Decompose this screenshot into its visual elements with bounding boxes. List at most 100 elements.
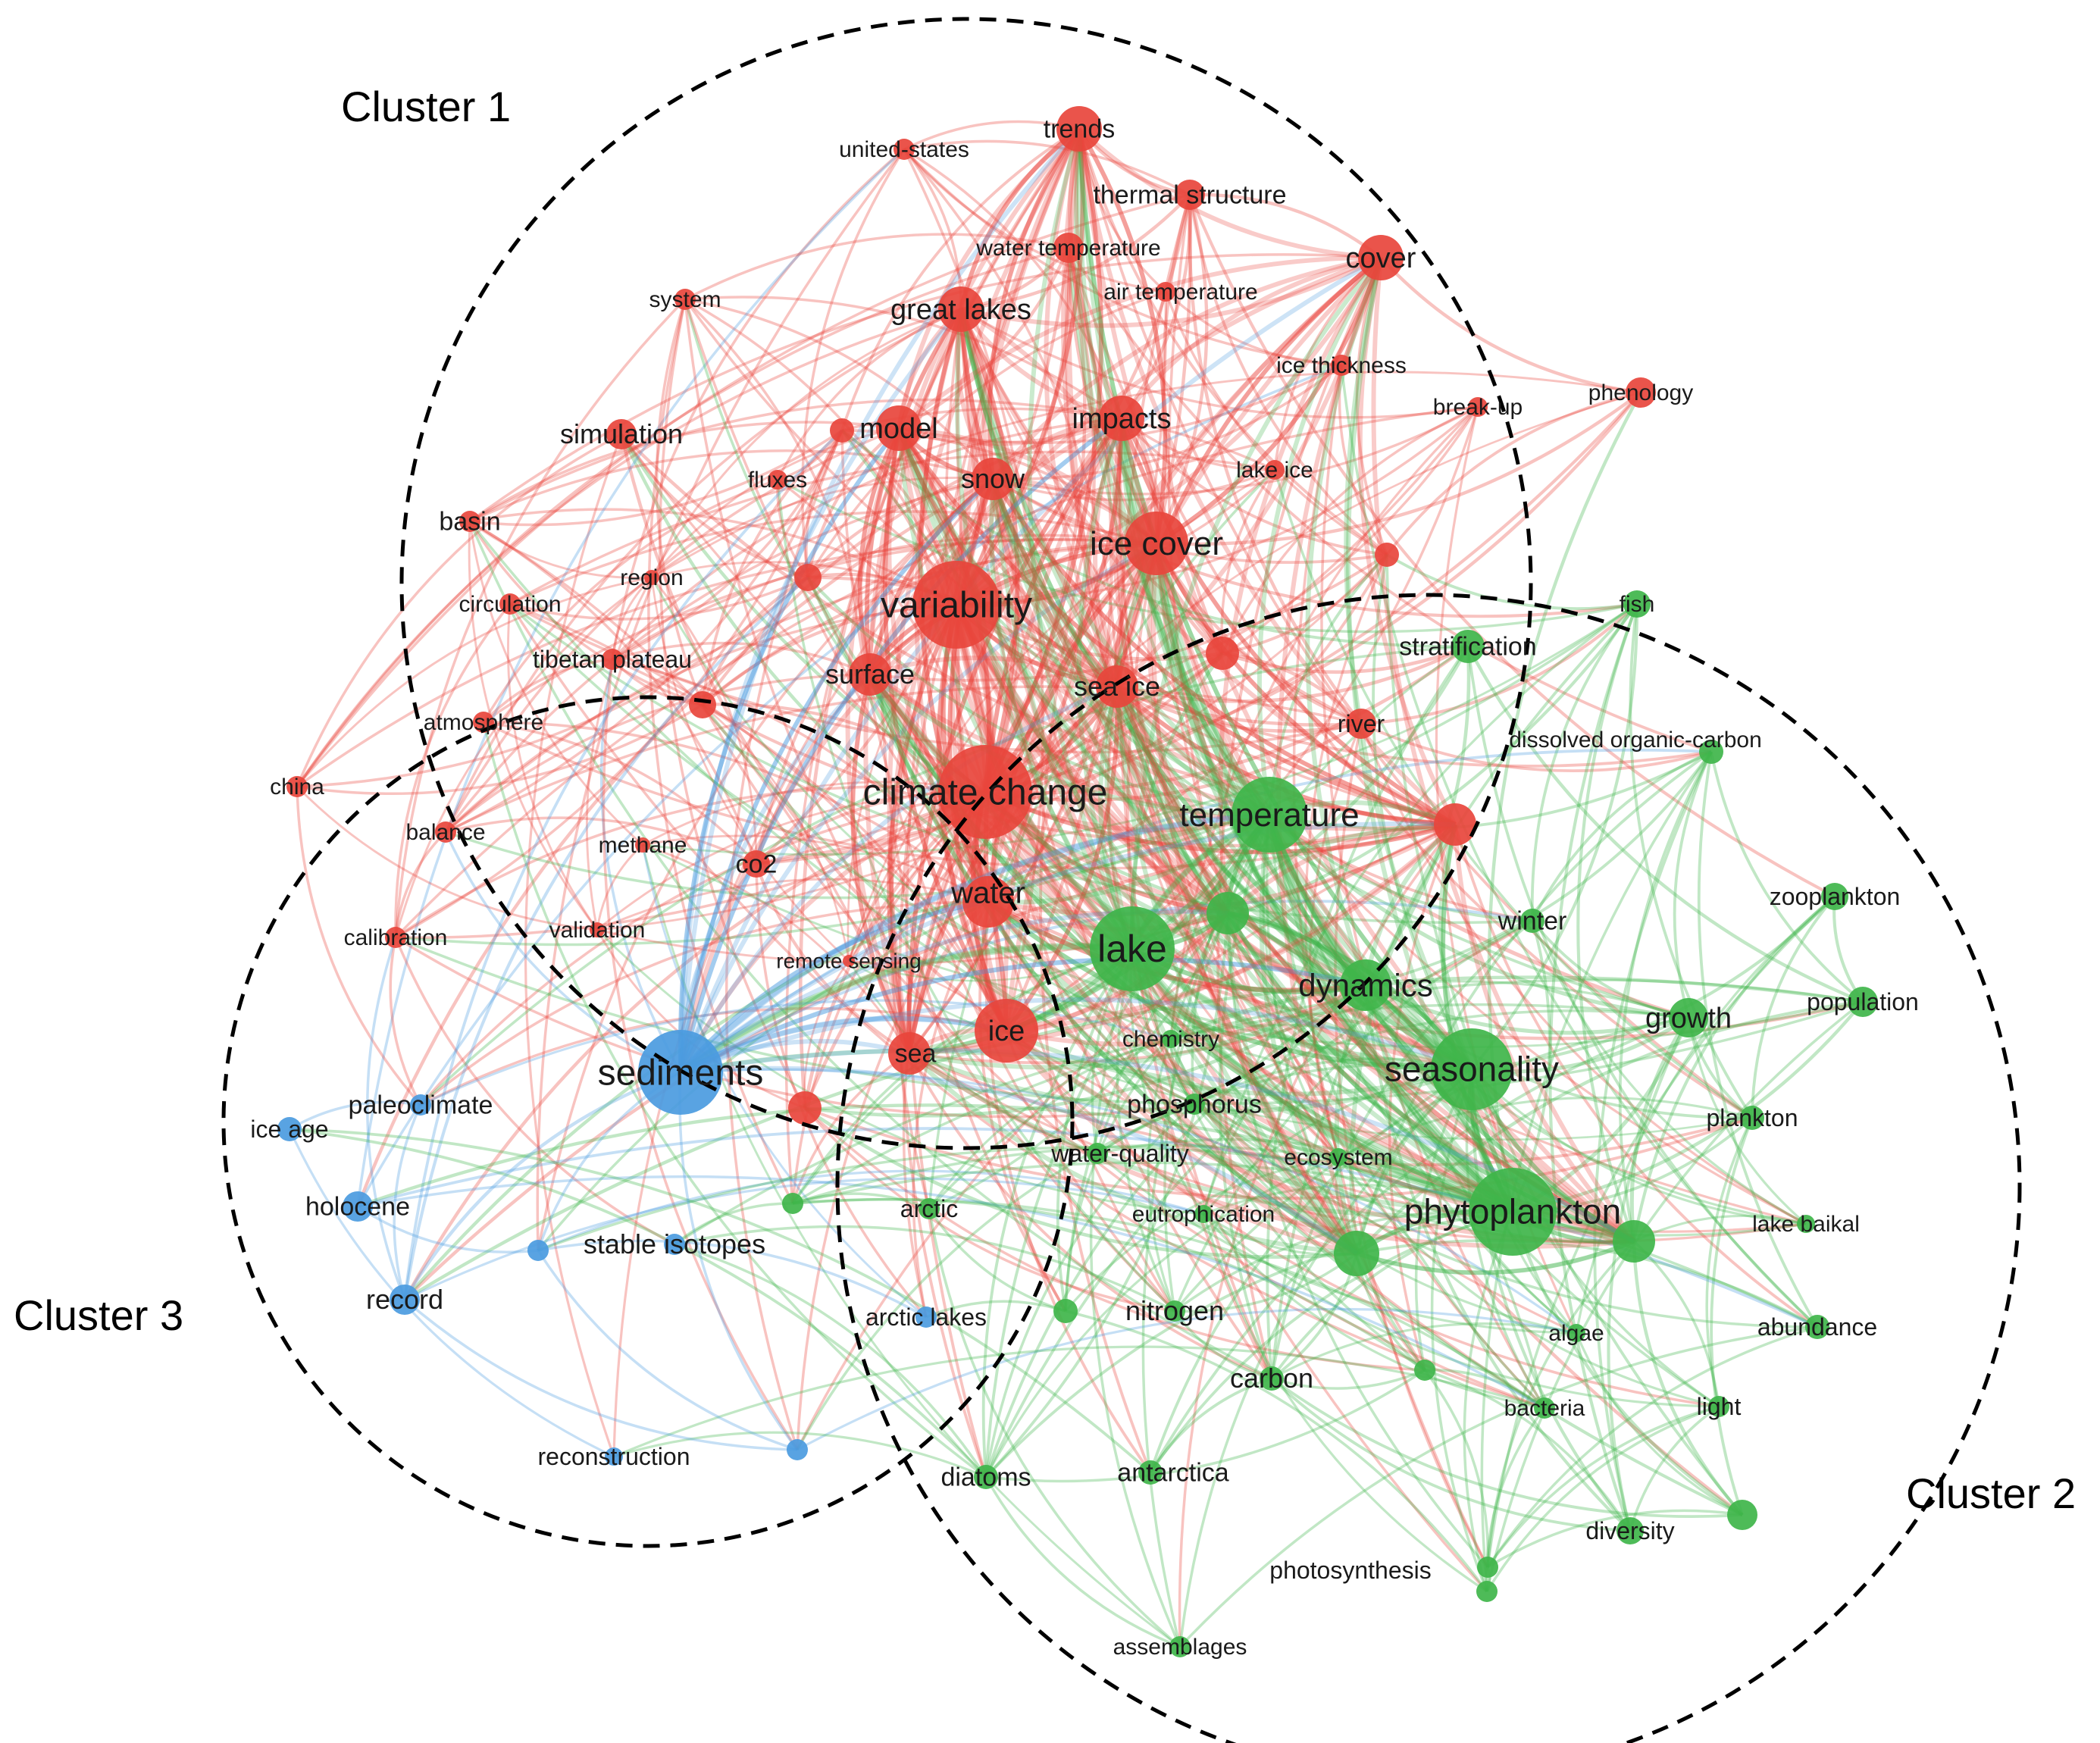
node-air-temperature-marker[interactable] xyxy=(1156,282,1175,302)
node-validation-marker[interactable] xyxy=(590,922,605,937)
node-lake-marker[interactable] xyxy=(1090,906,1175,991)
node-simulation-marker[interactable] xyxy=(606,419,637,449)
network-edge xyxy=(991,478,1514,1214)
node-unlabeled-marker[interactable] xyxy=(1613,1220,1655,1263)
node-unlabeled-marker[interactable] xyxy=(788,1091,822,1125)
node-system-marker[interactable] xyxy=(674,289,696,310)
node-record-marker[interactable] xyxy=(390,1285,420,1315)
node-paleoclimate-marker[interactable] xyxy=(410,1094,431,1116)
node-plankton-marker[interactable] xyxy=(1740,1106,1764,1130)
node-eutrophication-marker[interactable] xyxy=(1194,1205,1213,1223)
node-dissolved-organic-carbon-marker[interactable] xyxy=(1699,740,1723,764)
node-great-lakes-marker[interactable] xyxy=(938,286,984,332)
node-balance-marker[interactable] xyxy=(435,821,456,843)
node-temperature-marker[interactable] xyxy=(1232,777,1307,853)
network-edge xyxy=(1039,418,1152,1473)
node-unlabeled-marker[interactable] xyxy=(1053,1299,1078,1323)
network-edge xyxy=(1593,751,1713,1532)
node-zooplankton-marker[interactable] xyxy=(1821,883,1848,910)
node-model-marker[interactable] xyxy=(876,405,922,451)
network-edge xyxy=(389,937,422,1106)
node-united-states-marker[interactable] xyxy=(894,139,915,160)
node-unlabeled-marker[interactable] xyxy=(830,418,854,443)
node-carbon-marker[interactable] xyxy=(1260,1366,1284,1391)
node-unlabeled-marker[interactable] xyxy=(527,1240,549,1261)
node-growth-marker[interactable] xyxy=(1669,998,1708,1037)
node-calibration-marker[interactable] xyxy=(385,927,406,948)
node-algae-marker[interactable] xyxy=(1567,1324,1585,1342)
node-ice-marker[interactable] xyxy=(975,999,1038,1062)
node-holocene-marker[interactable] xyxy=(343,1191,373,1222)
node-arctic-marker[interactable] xyxy=(919,1198,940,1219)
node-variability-marker[interactable] xyxy=(912,561,1000,649)
network-edge xyxy=(907,684,1119,1054)
node-ice-cover-marker[interactable] xyxy=(1125,512,1188,575)
node-phenology-marker[interactable] xyxy=(1626,377,1656,408)
network-edge xyxy=(882,427,1009,1032)
node-unlabeled-marker[interactable] xyxy=(1206,892,1249,934)
node-photosynthesis-marker[interactable] xyxy=(1476,1581,1498,1602)
node-nitrogen-marker[interactable] xyxy=(1164,1300,1185,1322)
node-ice-age-marker[interactable] xyxy=(277,1117,302,1141)
node-label-zooplankton: zooplankton xyxy=(1770,883,1901,910)
node-diatoms-marker[interactable] xyxy=(974,1465,998,1489)
node-fluxes-marker[interactable] xyxy=(768,470,787,490)
node-co2-marker[interactable] xyxy=(743,850,770,878)
node-remote-sensing-marker[interactable] xyxy=(843,955,855,967)
node-unlabeled-marker[interactable] xyxy=(1727,1500,1757,1530)
node-unlabeled-marker[interactable] xyxy=(1414,1360,1435,1381)
node-cover-marker[interactable] xyxy=(1358,235,1404,280)
node-sea-marker[interactable] xyxy=(888,1032,931,1075)
node-unlabeled-marker[interactable] xyxy=(782,1193,803,1214)
node-snow-marker[interactable] xyxy=(972,458,1014,500)
node-assemblages-marker[interactable] xyxy=(1169,1636,1191,1657)
node-ice-thickness-marker[interactable] xyxy=(1331,355,1352,376)
node-chemistry-marker[interactable] xyxy=(1162,1030,1180,1048)
network-edge xyxy=(984,1210,1513,1479)
node-tibetan-plateau-marker[interactable] xyxy=(602,649,623,670)
node-unlabeled-marker[interactable] xyxy=(1334,1231,1379,1276)
node-china-marker[interactable] xyxy=(286,776,308,797)
node-unlabeled-marker[interactable] xyxy=(787,1439,808,1460)
node-water-temperature-marker[interactable] xyxy=(1053,233,1084,263)
node-region-marker[interactable] xyxy=(644,570,659,585)
node-abundance-marker[interactable] xyxy=(1805,1315,1829,1339)
node-water-quality-marker[interactable] xyxy=(1087,1143,1108,1164)
node-unlabeled-marker[interactable] xyxy=(689,691,716,718)
node-unlabeled-marker[interactable] xyxy=(1206,637,1239,670)
node-unlabeled-marker[interactable] xyxy=(794,564,822,591)
node-stratification-marker[interactable] xyxy=(1451,630,1485,663)
node-winter-marker[interactable] xyxy=(1520,909,1544,933)
node-lake-baikal-marker[interactable] xyxy=(1797,1215,1815,1233)
node-reconstruction-marker[interactable] xyxy=(605,1447,623,1466)
node-trends-marker[interactable] xyxy=(1056,106,1102,152)
node-break-up-marker[interactable] xyxy=(1468,397,1488,417)
node-population-marker[interactable] xyxy=(1848,987,1878,1017)
node-river-marker[interactable] xyxy=(1346,709,1376,739)
node-methane-marker[interactable] xyxy=(635,837,650,853)
node-impacts-marker[interactable] xyxy=(1099,396,1144,441)
node-phytoplankton-marker[interactable] xyxy=(1469,1168,1557,1256)
node-ecosystem-marker[interactable] xyxy=(1329,1148,1347,1166)
network-edge xyxy=(1149,1210,1513,1474)
node-unlabeled-marker[interactable] xyxy=(1375,543,1399,567)
node-basin-marker[interactable] xyxy=(459,511,480,532)
node-thermal-structure-marker[interactable] xyxy=(1175,180,1205,210)
node-phosphorus-marker[interactable] xyxy=(1184,1094,1205,1115)
node-surface-marker[interactable] xyxy=(849,653,891,696)
network-edge xyxy=(907,255,1382,1054)
node-bacteria-marker[interactable] xyxy=(1534,1397,1555,1419)
node-lake-ice-marker[interactable] xyxy=(1265,460,1285,480)
node-fish-marker[interactable] xyxy=(1623,590,1651,618)
node-antarctica-marker[interactable] xyxy=(1138,1460,1163,1485)
node-circulation-marker[interactable] xyxy=(499,593,521,615)
node-seasonality-marker[interactable] xyxy=(1431,1028,1513,1110)
node-water-marker[interactable] xyxy=(962,876,1014,928)
node-light-marker[interactable] xyxy=(1708,1396,1729,1417)
node-unlabeled-marker[interactable] xyxy=(1477,1557,1498,1578)
node-stable-isotopes-marker[interactable] xyxy=(664,1234,685,1255)
node-unlabeled-marker[interactable] xyxy=(1434,803,1476,846)
node-arctic-lakes-marker[interactable] xyxy=(915,1306,937,1328)
node-diversity-marker[interactable] xyxy=(1616,1517,1644,1544)
network-edge xyxy=(1188,194,1363,725)
